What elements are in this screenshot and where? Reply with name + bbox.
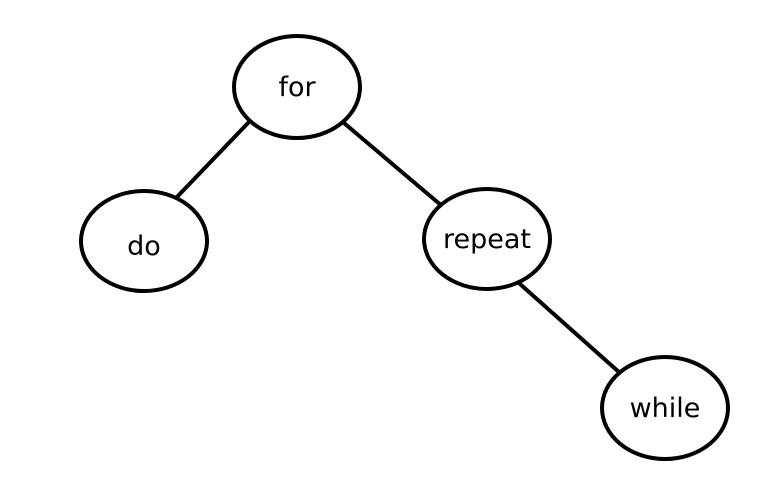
node-while-label: while <box>630 393 701 424</box>
node-while-shape <box>600 355 730 461</box>
node-repeat-shape <box>422 187 552 291</box>
edge-repeat-while <box>518 282 622 375</box>
node-for: for <box>232 34 362 140</box>
node-do: do <box>79 189 209 293</box>
node-do-shape <box>79 189 209 293</box>
node-for-shape <box>232 34 362 140</box>
node-repeat: repeat <box>422 187 552 291</box>
node-do-label: do <box>127 231 161 262</box>
node-repeat-label: repeat <box>443 224 531 255</box>
node-for-label: for <box>278 72 316 103</box>
edge-for-repeat <box>342 121 444 208</box>
edge-for-do <box>174 121 250 200</box>
node-while: while <box>600 355 730 461</box>
